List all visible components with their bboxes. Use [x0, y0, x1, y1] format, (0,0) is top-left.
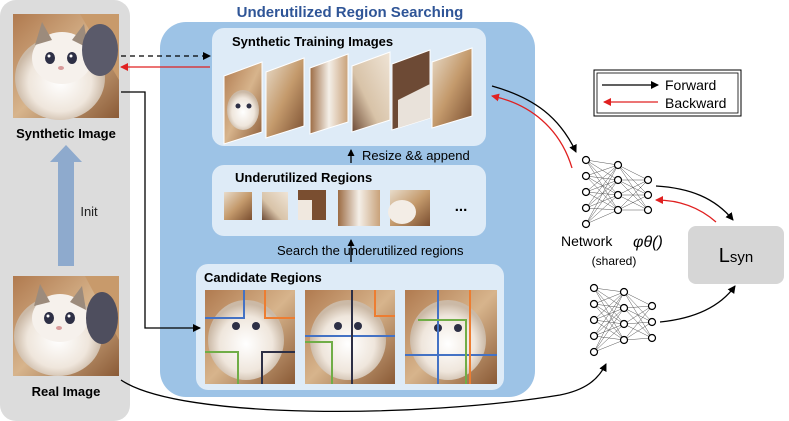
candidate-image-1: [205, 290, 295, 384]
legend-forward-label: Forward: [665, 77, 716, 93]
loss-base: L: [719, 245, 730, 267]
synthetic-training-title: Synthetic Training Images: [232, 34, 393, 49]
network-symbol: φθ(): [633, 234, 663, 251]
synthetic-image: [13, 14, 119, 120]
search-label: Search the underutilized regions: [277, 243, 464, 258]
real-image-label: Real Image: [32, 384, 101, 399]
candidate-image-3: [405, 290, 497, 384]
resize-label: Resize && append: [362, 148, 470, 163]
synthetic-training-stack: [223, 47, 473, 145]
legend-box: [593, 69, 742, 117]
real-image: [13, 276, 119, 376]
underutilized-ellipsis: ...: [455, 198, 468, 215]
network-to-loss-arrow: [655, 185, 734, 221]
loss-subscript: syn: [730, 249, 753, 266]
loss-box: [688, 226, 784, 284]
training-to-network-arrow: [491, 85, 577, 153]
underutilized-title: Underutilized Regions: [235, 170, 372, 185]
bottom-network-to-loss-arrow: [659, 285, 736, 323]
legend-backward-label: Backward: [665, 95, 726, 111]
training-backward-arrow: [491, 93, 573, 169]
network-label: Network: [561, 233, 613, 249]
real-to-candidate-arrow: [121, 91, 201, 332]
init-arrow: [50, 145, 82, 266]
loss-backward-arrow: [655, 196, 717, 223]
network-shared-label: (shared): [592, 254, 637, 268]
network-bottom: [589, 283, 657, 357]
network-top: [581, 155, 653, 229]
candidate-title: Candidate Regions: [204, 270, 322, 285]
real-to-network-arrow: [120, 363, 607, 413]
synthetic-image-label: Synthetic Image: [16, 126, 116, 141]
candidate-image-2: [305, 290, 395, 384]
underutilized-patches: [224, 190, 430, 226]
init-label: Init: [80, 204, 98, 219]
search-panel-title: Underutilized Region Searching: [237, 4, 464, 21]
loss-label: Lsyn: [719, 245, 753, 267]
